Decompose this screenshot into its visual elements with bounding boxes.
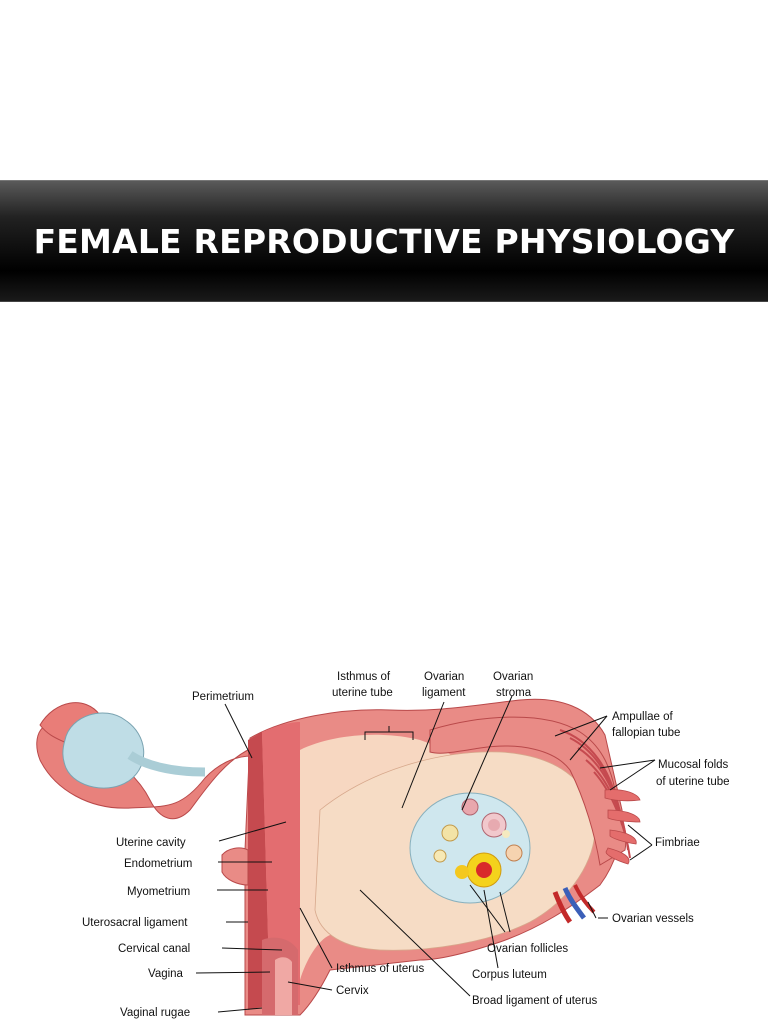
- diagram-labels: Perimetrium Isthmus of uterine tube Ovar…: [82, 671, 730, 1019]
- reproductive-anatomy-diagram: Perimetrium Isthmus of uterine tube Ovar…: [36, 671, 730, 1019]
- label-cervical-canal: Cervical canal: [118, 943, 190, 955]
- label-corpus-luteum: Corpus luteum: [472, 969, 547, 981]
- label-vagina: Vagina: [148, 968, 184, 980]
- label-cervix: Cervix: [336, 985, 369, 997]
- anatomy-artwork: [36, 698, 641, 1016]
- label-ampullae-2: fallopian tube: [612, 727, 680, 739]
- leader-lines: [195, 695, 656, 1013]
- slide-title: FEMALE REPRODUCTIVE PHYSIOLOGY: [33, 221, 735, 261]
- label-ovarian-ligament-1: Ovarian: [424, 671, 464, 683]
- label-ovarian-vessels: Ovarian vessels: [612, 913, 694, 925]
- label-uterosacral: Uterosacral ligament: [82, 917, 188, 929]
- label-isthmus-tube-1: Isthmus of: [337, 671, 391, 683]
- label-mucosal-2: of uterine tube: [656, 776, 730, 788]
- label-isthmus-tube-2: uterine tube: [332, 687, 393, 699]
- label-endometrium: Endometrium: [124, 858, 192, 870]
- title-banner: FEMALE REPRODUCTIVE PHYSIOLOGY: [0, 180, 768, 302]
- label-fimbriae: Fimbriae: [655, 837, 700, 849]
- label-ovarian-stroma-1: Ovarian: [493, 671, 533, 683]
- left-ovary: [62, 712, 145, 789]
- label-isthmus-uterus: Isthmus of uterus: [336, 963, 424, 975]
- label-perimetrium: Perimetrium: [192, 691, 254, 703]
- label-ovarian-follicles: Ovarian follicles: [487, 943, 568, 955]
- label-ampullae-1: Ampullae of: [612, 711, 674, 723]
- label-vaginal-rugae: Vaginal rugae: [120, 1007, 190, 1019]
- label-uterine-cavity: Uterine cavity: [116, 837, 186, 849]
- label-broad-ligament: Broad ligament of uterus: [472, 995, 598, 1007]
- label-mucosal-1: Mucosal folds: [658, 759, 729, 771]
- label-ovarian-ligament-2: ligament: [422, 687, 466, 699]
- right-fallopian-tube: [429, 716, 627, 866]
- label-ovarian-stroma-2: stroma: [496, 687, 532, 699]
- label-myometrium: Myometrium: [127, 886, 190, 898]
